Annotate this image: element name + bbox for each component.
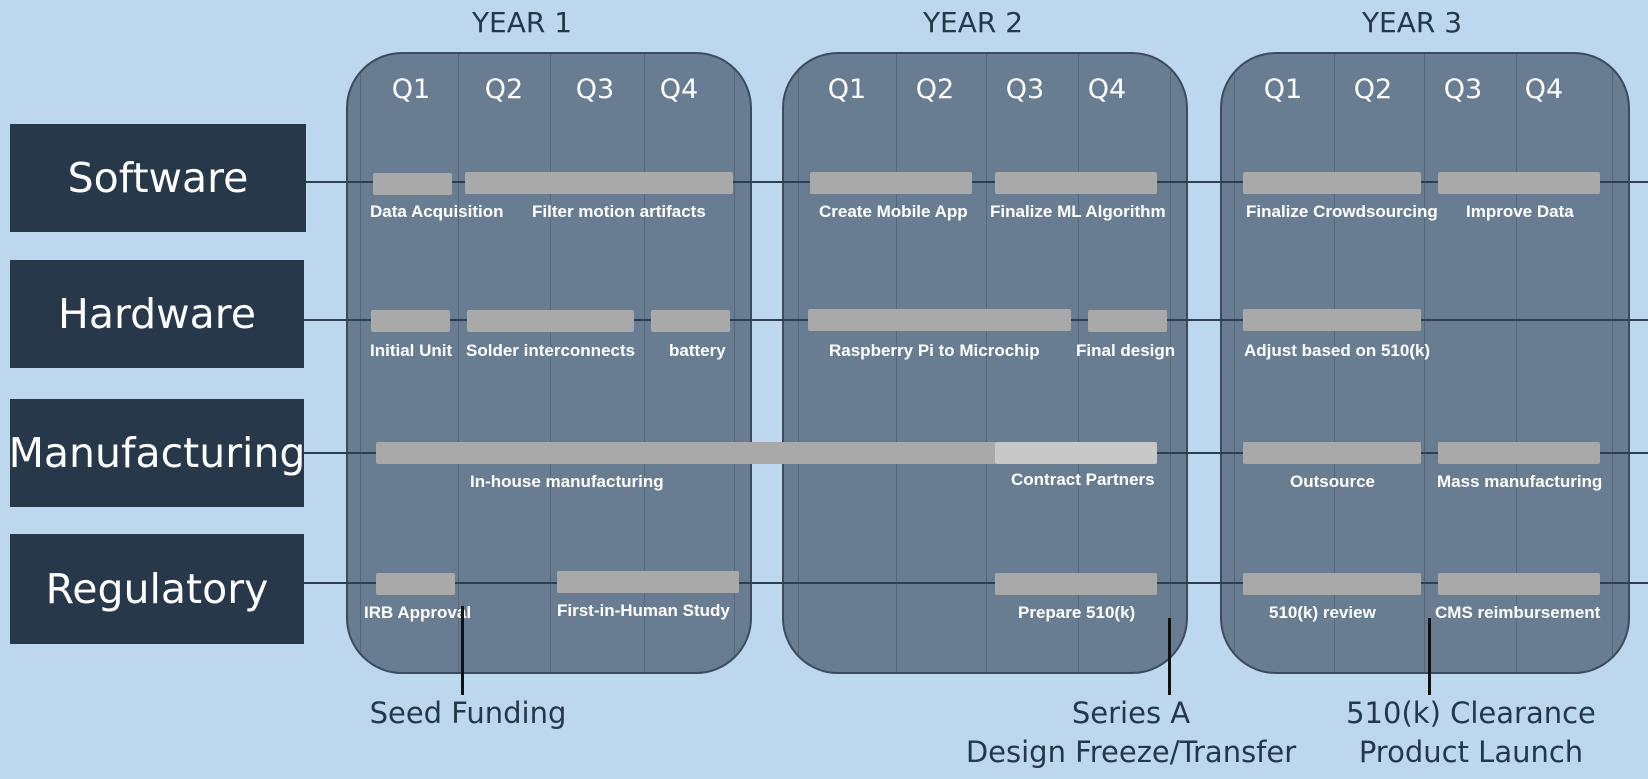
task-bar — [651, 310, 730, 332]
year-1-label: YEAR 1 — [471, 6, 573, 39]
quarter-divider — [1078, 54, 1079, 672]
milestone-seed-funding: Seed Funding — [369, 696, 567, 730]
quarter-divider — [550, 54, 551, 672]
milestone-clearance-line1: 510(k) Clearance — [1346, 696, 1596, 730]
task-bar — [376, 573, 455, 595]
task-label-data-acquisition: Data Acquisition — [370, 202, 504, 221]
task-bar — [1438, 442, 1600, 464]
year-2-label: YEAR 2 — [922, 6, 1024, 39]
quarter-label-q1: Q1 — [1263, 74, 1303, 105]
task-label-cms-reimbursement: CMS reimbursement — [1435, 603, 1601, 622]
quarter-label-q3: Q3 — [1005, 74, 1045, 105]
task-label-outsource: Outsource — [1290, 472, 1376, 491]
quarter-label-q2: Q2 — [1353, 74, 1393, 105]
quarter-divider — [1516, 54, 1517, 672]
milestone-series-a-line1: Series A — [1071, 696, 1191, 730]
quarter-divider — [360, 54, 361, 672]
quarter-label-q2: Q2 — [484, 74, 524, 105]
task-bar — [810, 172, 972, 194]
task-bar — [1088, 310, 1167, 332]
task-bar — [1438, 573, 1600, 595]
task-label-in-house-manufacturing: In-house manufacturing — [470, 472, 664, 491]
task-bar — [373, 173, 452, 195]
task-label-final-design: Final design — [1076, 341, 1176, 360]
regulatory-row-line — [302, 582, 1648, 584]
task-bar — [995, 442, 1157, 464]
milestone-510k-clearance: 510(k) Clearance Product Launch — [1326, 694, 1616, 772]
quarter-divider — [896, 54, 897, 672]
task-label-irb-approval: IRB Approval — [364, 603, 472, 622]
task-label-contract-partners: Contract Partners — [1011, 470, 1155, 489]
milestone-marker-series-a — [1168, 618, 1171, 695]
task-label-prepare-510k: Prepare 510(k) — [1018, 603, 1136, 622]
task-label-filter-motion-artifacts: Filter motion artifacts — [532, 202, 706, 221]
task-bar — [371, 310, 450, 332]
year-3-panel: Q1 Q2 Q3 Q4 — [1220, 52, 1630, 674]
milestone-series-a-line2: Design Freeze/Transfer — [965, 735, 1297, 769]
task-label-finalize-ml-algorithm: Finalize ML Algorithm — [990, 202, 1166, 221]
year-3-label: YEAR 3 — [1361, 6, 1463, 39]
row-label-hardware: Hardware — [10, 260, 304, 368]
task-label-mass-manufacturing: Mass manufacturing — [1437, 472, 1603, 491]
quarter-label-q2: Q2 — [915, 74, 955, 105]
task-label-battery: battery — [669, 341, 726, 360]
year-2-panel: Q1 Q2 Q3 Q4 — [782, 52, 1188, 674]
milestone-series-a: Series A Design Freeze/Transfer — [960, 694, 1302, 772]
task-bar — [1243, 573, 1421, 595]
task-bar — [376, 442, 996, 464]
row-label-manufacturing: Manufacturing — [9, 399, 305, 507]
quarter-label-q1: Q1 — [827, 74, 867, 105]
task-label-solder-interconnects: Solder interconnects — [466, 341, 636, 360]
quarter-label-q3: Q3 — [1443, 74, 1483, 105]
quarter-divider — [1612, 54, 1613, 672]
milestone-clearance-line2: Product Launch — [1358, 735, 1584, 769]
task-bar — [1243, 172, 1421, 194]
quarter-divider — [1234, 54, 1235, 672]
task-label-create-mobile-app: Create Mobile App — [819, 202, 968, 221]
milestone-marker-clearance — [1428, 618, 1431, 695]
task-label-improve-data: Improve Data — [1466, 202, 1574, 221]
task-label-adjust-based-on-510k: Adjust based on 510(k) — [1244, 341, 1431, 360]
quarter-divider — [734, 54, 735, 672]
task-bar — [1243, 309, 1421, 331]
quarter-divider — [644, 54, 645, 672]
milestone-marker-seed — [461, 606, 464, 695]
quarter-label-q4: Q4 — [659, 74, 699, 105]
task-label-initial-unit: Initial Unit — [370, 341, 453, 360]
quarter-divider — [1170, 54, 1171, 672]
quarter-label-q1: Q1 — [391, 74, 431, 105]
task-label-raspberry-pi-to-microchip: Raspberry Pi to Microchip — [829, 341, 1040, 360]
quarter-divider — [986, 54, 987, 672]
quarter-divider — [798, 54, 799, 672]
task-label-finalize-crowdsourcing: Finalize Crowdsourcing — [1246, 202, 1438, 221]
row-label-software: Software — [10, 124, 306, 232]
software-row-line — [306, 181, 1648, 183]
task-bar — [1243, 442, 1421, 464]
task-bar — [995, 573, 1157, 595]
year-1-panel: Q1 Q2 Q3 Q4 — [346, 52, 752, 674]
quarter-label-q3: Q3 — [575, 74, 615, 105]
task-label-510k-review: 510(k) review — [1269, 603, 1376, 622]
quarter-label-q4: Q4 — [1524, 74, 1564, 105]
row-label-regulatory: Regulatory — [10, 534, 304, 644]
task-bar — [995, 172, 1157, 194]
quarter-divider — [458, 54, 459, 672]
task-bar — [467, 310, 634, 332]
quarter-label-q4: Q4 — [1087, 74, 1127, 105]
task-label-first-in-human-study: First-in-Human Study — [557, 601, 730, 620]
task-bar — [1438, 172, 1600, 194]
quarter-divider — [1424, 54, 1425, 672]
task-bar — [465, 172, 733, 194]
task-bar — [557, 571, 739, 593]
task-bar — [808, 309, 1071, 331]
quarter-divider — [1334, 54, 1335, 672]
